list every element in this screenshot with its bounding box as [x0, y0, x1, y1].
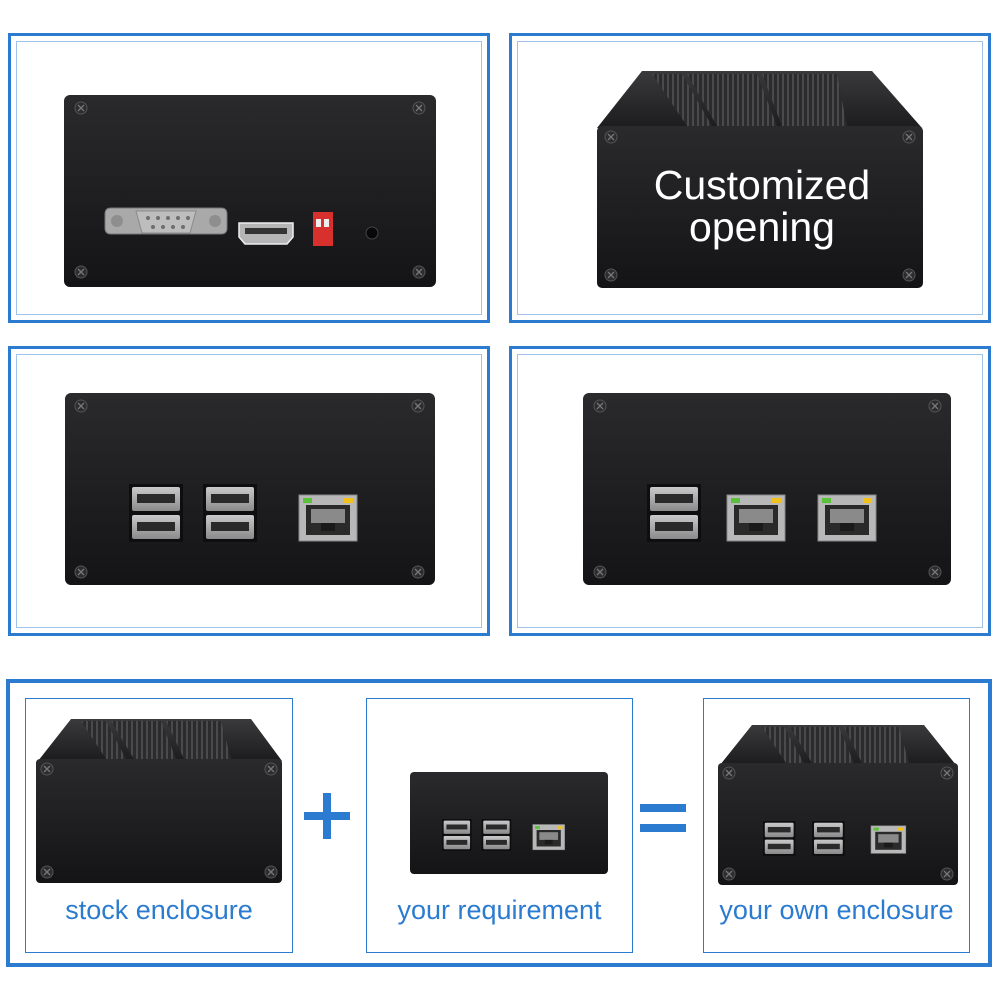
panel-usb-dual-rj45 [509, 346, 991, 636]
dip-switch-icon [313, 212, 333, 246]
your-own-enclosure-card: your own enclosure [703, 698, 970, 953]
overlay-line-2: opening [689, 204, 835, 250]
plus-icon [304, 793, 350, 839]
your-requirement-card: your requirement [366, 698, 633, 953]
rj45-port-icon [726, 494, 786, 542]
rj45-port-icon [870, 825, 907, 854]
rj45-port-icon [298, 494, 358, 542]
usb-port-icon [763, 821, 796, 856]
stock-enclosure-caption: stock enclosure [65, 895, 253, 925]
your-own-enclosure-caption: your own enclosure [719, 895, 954, 925]
enclosure-front-db9-hdmi [64, 95, 436, 287]
customized-opening-text: Customized opening [622, 164, 902, 248]
own-enclosure-image [718, 725, 958, 885]
panel-inner-border [517, 41, 983, 315]
equals-icon [640, 800, 686, 836]
usb-port-icon [203, 484, 257, 542]
hdmi-port-icon [238, 222, 294, 245]
enclosure-3d-blank [597, 71, 923, 288]
equation-panel [6, 679, 992, 967]
usb-port-icon [481, 819, 512, 851]
db9-connector-icon [104, 207, 228, 235]
usb-port-icon [129, 484, 183, 542]
panel-customized-opening: Customized opening [509, 33, 991, 323]
stock-enclosure-image [36, 719, 282, 883]
stock-enclosure-card: stock enclosure [25, 698, 293, 953]
panel-usb-rj45 [8, 346, 490, 636]
overlay-line-1: Customized [653, 162, 871, 208]
panel-db9-hdmi [8, 33, 490, 323]
rj45-port-icon [532, 824, 565, 851]
usb-port-icon [812, 821, 845, 856]
usb-port-icon [647, 484, 701, 542]
usb-port-icon [442, 819, 472, 851]
requirement-panel-image [410, 772, 608, 874]
enclosure-front-usb-dual-rj45 [583, 393, 951, 585]
panel-inner-border [16, 354, 482, 628]
led-hole-icon [365, 226, 379, 240]
panel-inner-border [517, 354, 983, 628]
panel-inner-border [16, 41, 482, 315]
your-requirement-caption: your requirement [397, 895, 602, 925]
enclosure-front-usb-rj45 [65, 393, 435, 585]
rj45-port-icon [817, 494, 877, 542]
